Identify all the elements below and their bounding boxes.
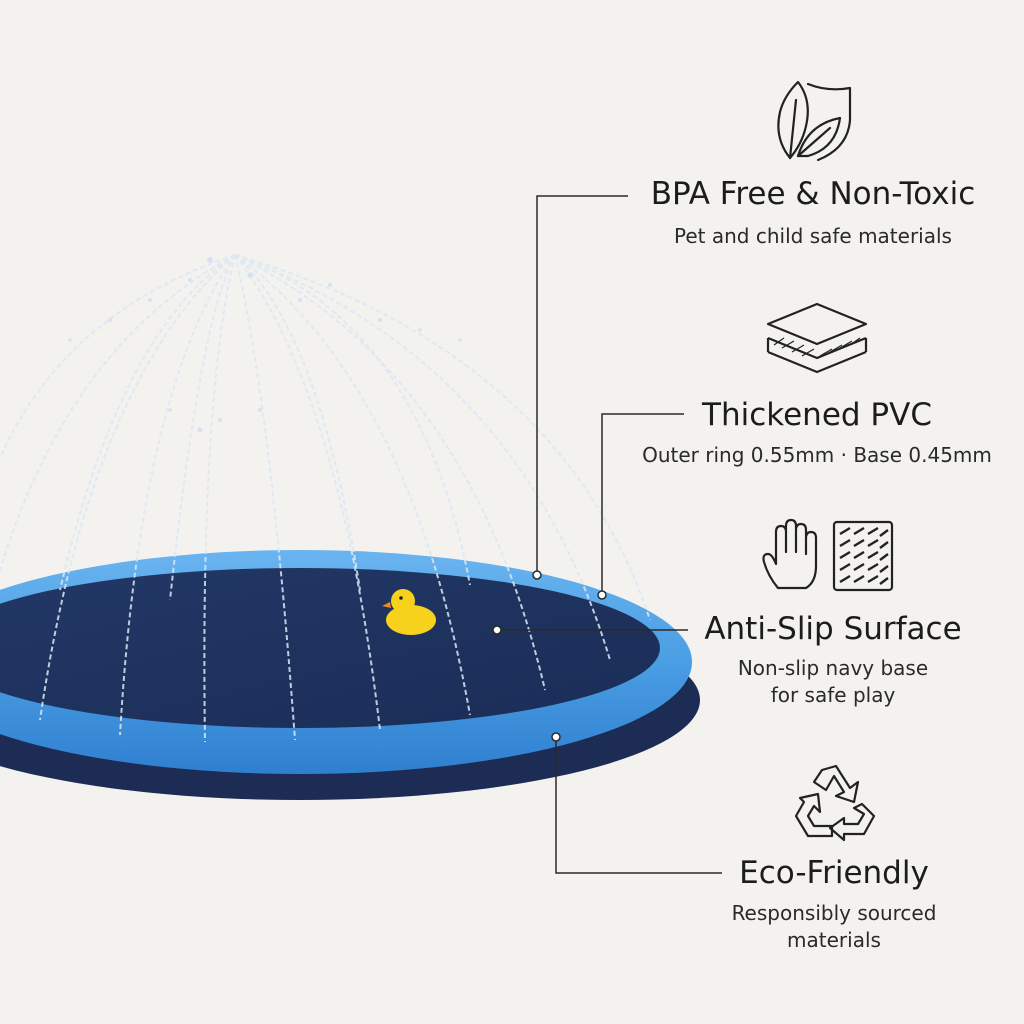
feature-title: Thickened PVC: [702, 397, 932, 433]
feature-title: BPA Free & Non-Toxic: [650, 176, 976, 212]
feature-anti-slip: Anti-Slip Surface Non-slip navy base for…: [688, 611, 978, 709]
feature-bpa-free: BPA Free & Non-Toxic Pet and child safe …: [628, 176, 998, 250]
feature-subtitle-line2: materials: [787, 928, 881, 952]
callout-line-bpa: [536, 195, 628, 575]
feature-subtitle: Pet and child safe materials: [674, 224, 952, 248]
hand-icon: [762, 518, 818, 590]
callout-dots: [492, 570, 607, 742]
texture-pad-icon: [832, 520, 894, 592]
feature-subtitle-line2: for safe play: [770, 683, 896, 707]
feature-subtitle-line1: Responsibly sourced: [731, 901, 937, 925]
layers-icon: [766, 302, 868, 374]
callout-line-pvc: [601, 413, 684, 595]
feature-subtitle-line1: Non-slip navy base: [737, 656, 929, 680]
feature-title: Eco-Friendly: [739, 855, 929, 891]
rubber-duck: [382, 589, 436, 635]
leaf-shield-icon: [777, 80, 852, 162]
feature-subtitle: Outer ring 0.55mm · Base 0.45mm: [642, 443, 992, 467]
water-spray: [68, 257, 462, 433]
water-jets: [0, 254, 651, 743]
callout-line-eco: [555, 737, 722, 874]
feature-thickened-pvc: Thickened PVC Outer ring 0.55mm · Base 0…: [622, 397, 1012, 469]
feature-eco-friendly: Eco-Friendly Responsibly sourced materia…: [709, 855, 959, 954]
recycle-icon: [794, 764, 876, 842]
feature-title: Anti-Slip Surface: [704, 611, 962, 647]
callout-lines: [497, 195, 722, 874]
mat-surface: [0, 568, 660, 728]
